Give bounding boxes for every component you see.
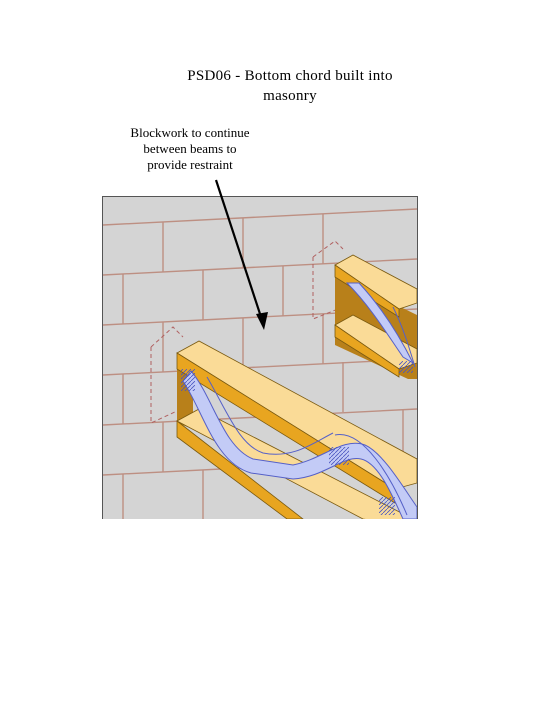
main-beam: [176, 340, 417, 519]
callout-line-3: provide restraint: [147, 157, 233, 172]
callout-line-1: Blockwork to continue: [130, 125, 250, 140]
metal-web-strap: [182, 370, 417, 519]
title-line-2: masonry: [263, 88, 317, 104]
right-beam: [334, 254, 417, 379]
callout-label: Blockwork to continue between beams to p…: [110, 125, 270, 173]
callout-line-2: between beams to: [143, 141, 237, 156]
masonry-diagram: [102, 196, 418, 519]
pocket-outlines: [150, 240, 344, 424]
page-title: PSD06 - Bottom chord built into masonry: [140, 66, 440, 106]
title-line-1: PSD06 - Bottom chord built into: [187, 68, 393, 84]
